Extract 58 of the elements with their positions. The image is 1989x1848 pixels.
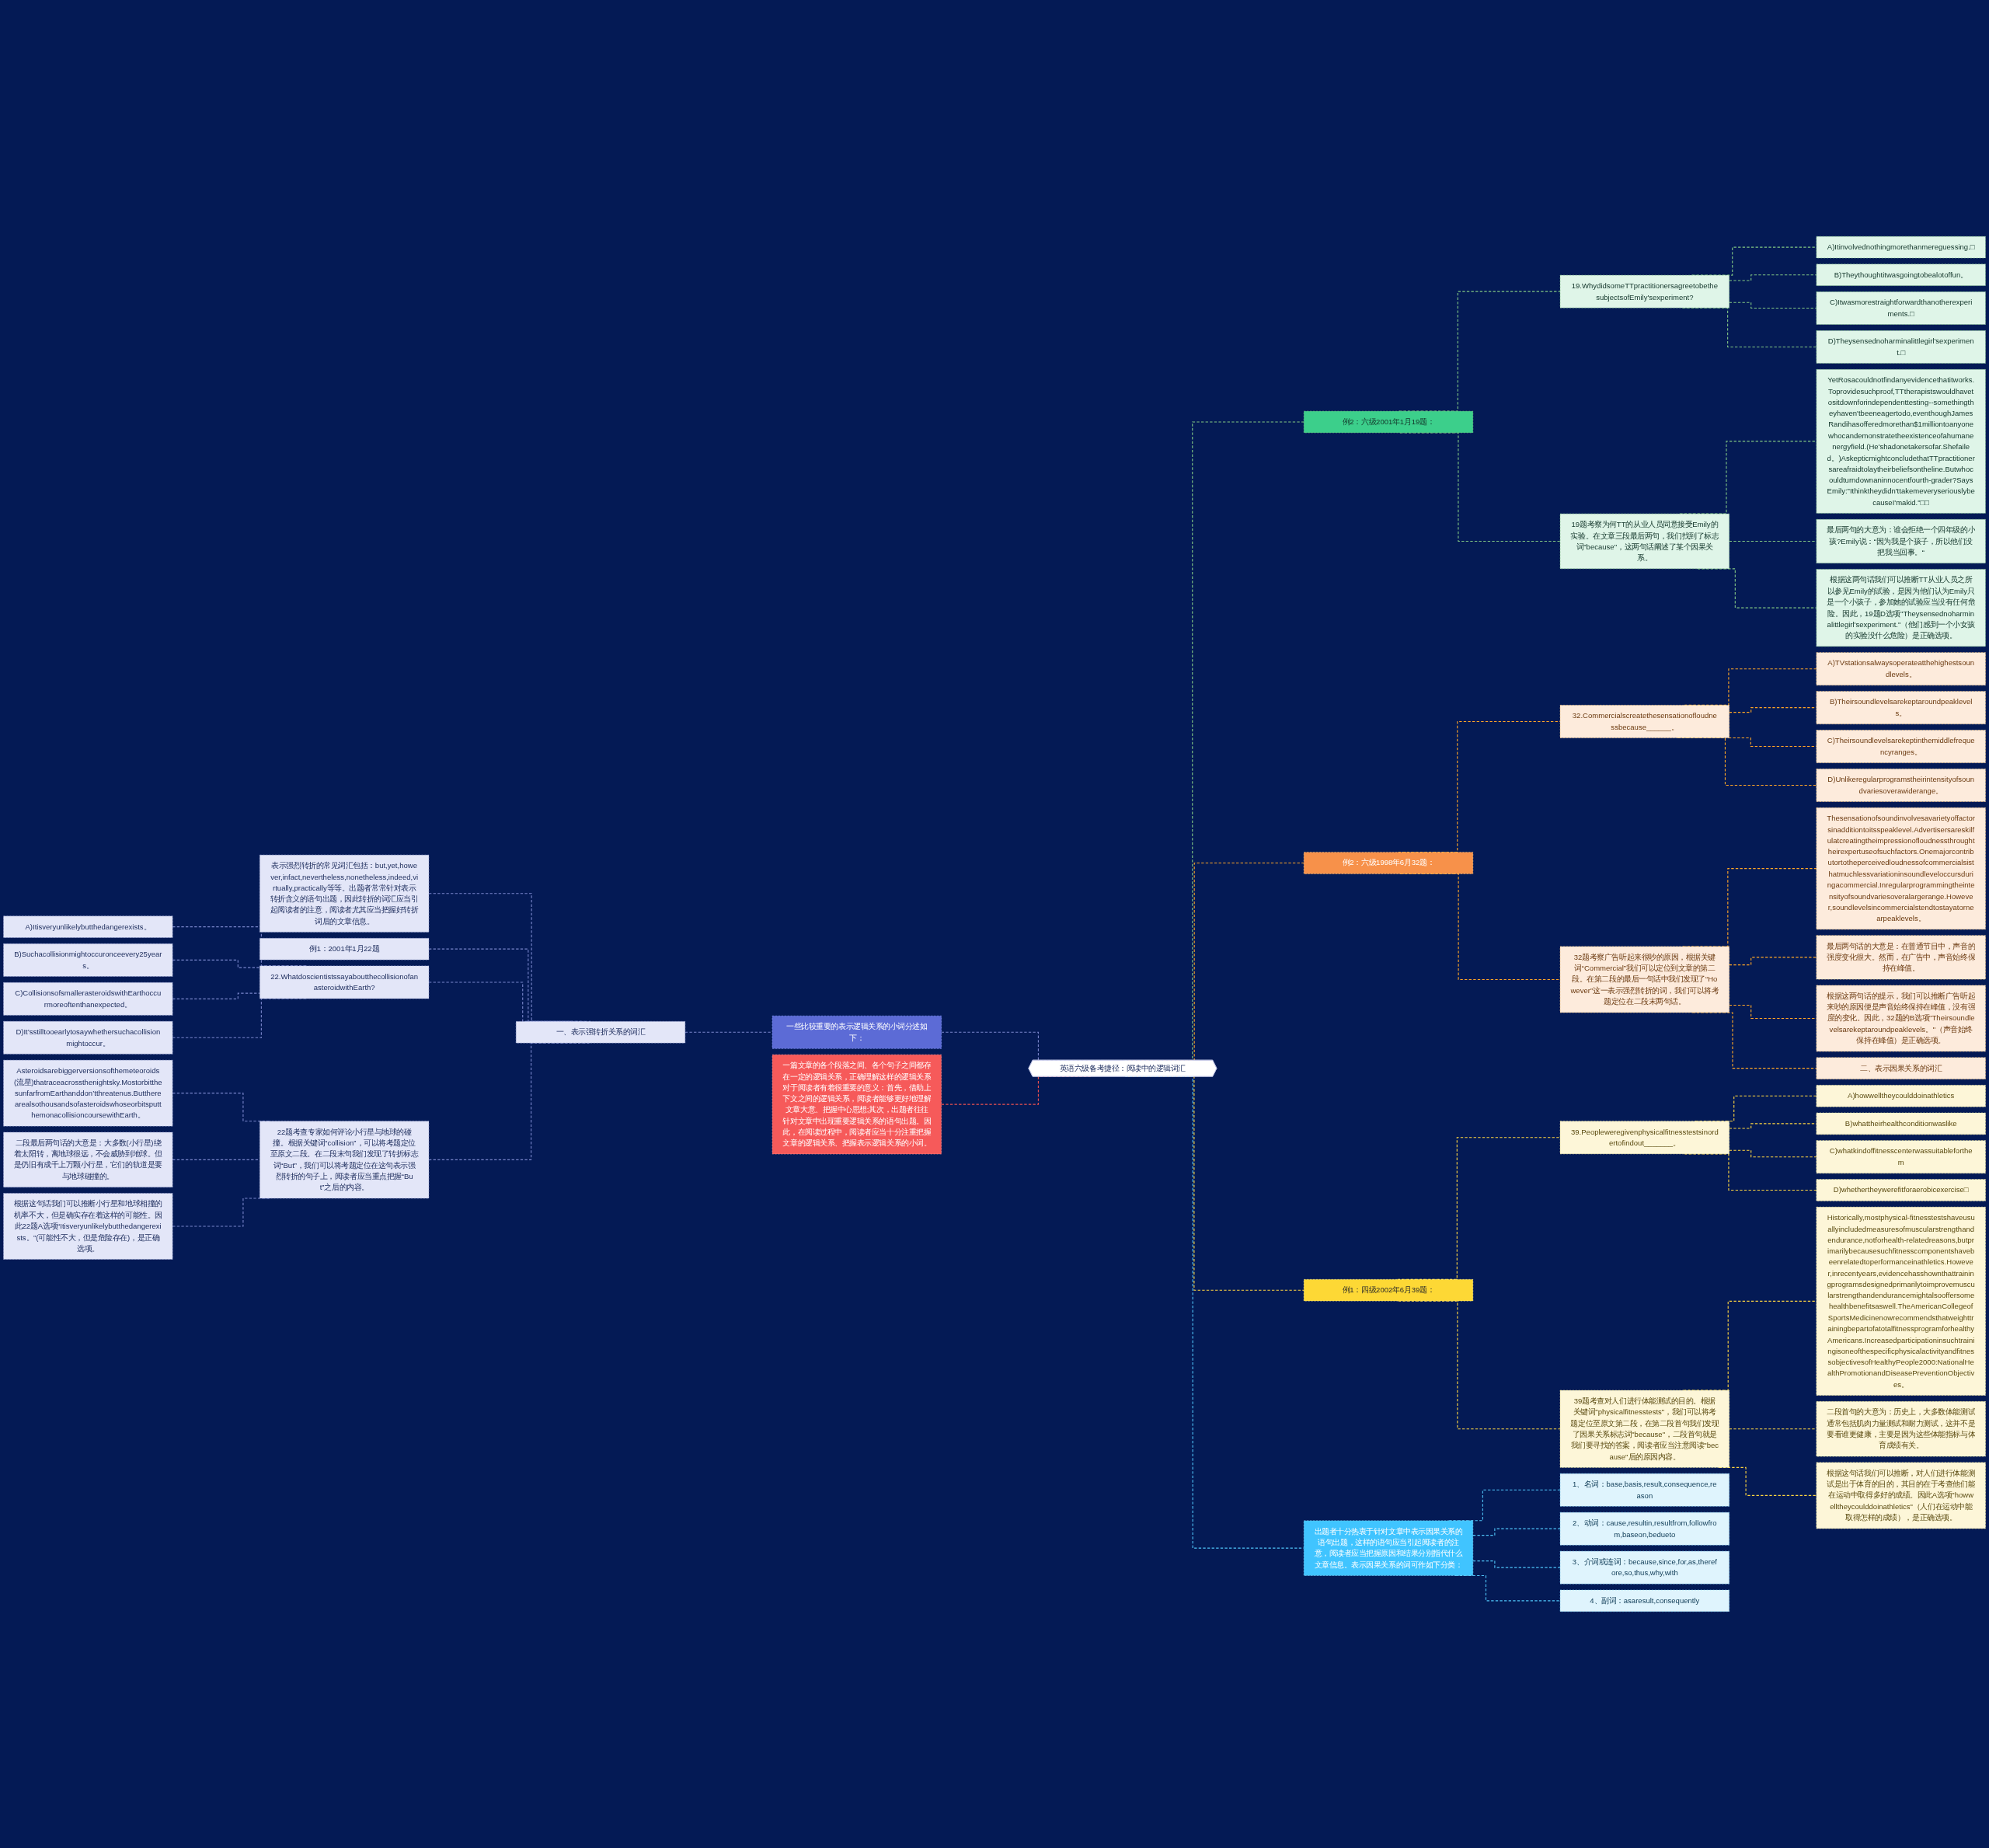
node-box: 表示强烈转折的常见词汇包括：but,yet,however,infact,nevertheless,nonetheless,indeed,virtually,practically等等。出题者常常针对表示转折含义的语句出题，因此转折的词汇应当引起阅读者的注意，阅读者尤其应当把握好转折词后的文章信息。 <box>260 854 430 933</box>
node-box: 二、表示因果关系的词汇 <box>1816 1057 1986 1079</box>
node-box: A)TVstationsalwaysoperateatthehighestsoundlevels。 <box>1816 652 1986 685</box>
node-box: 32.Commercialscreatethesensationofloudnessbecause______。 <box>1559 705 1729 738</box>
node-box: B)Theirsoundlevelsarekeptaroundpeaklevels。 <box>1816 691 1986 724</box>
node-box: 二段首句的大意为：历史上，大多数体能测试通常包括肌肉力量测试和耐力测试，这并不是要看谁更健康，主要是因为这些体能指标与体育成绩有关。 <box>1816 1401 1986 1457</box>
connector <box>1729 540 1817 542</box>
connector <box>1729 957 1817 966</box>
node-box: 39题考查对人们进行体能测试的目的。根据关键词"physicalfitnesstests"，我们可以将考题定位至原文第二段，在第二段首句我们发现了因果关系标志词"because"，二段首句就是我们要寻找的答案，阅读者应当注意阅读"because"后的原因内容。 <box>1559 1389 1729 1468</box>
node-box: D)It’sstilltooearlytosaywhethersuchacollisionmightoccur。 <box>3 1020 173 1055</box>
node-box: 2、动词：cause,resultin,resultfrom,followfrom,baseon,bedueto <box>1559 1512 1729 1546</box>
node-box: C)Theirsoundlevelsarekeptinthemiddlefrequencyranges。 <box>1816 730 1986 763</box>
connector <box>172 1159 260 1160</box>
node-box: Asteroidsarebiggerversionsofthemeteoroids(流星)thatraceacrossthenightsky.MostorbitthesunfarfromEarthanddon’tthreatenus.ButtherearealsothousandsofasteroidswhoseorbitsputthemonacollisioncoursewithEarth。 <box>3 1059 173 1127</box>
node-box: B)whattheirhealthconditionwaslike <box>1816 1112 1986 1135</box>
node-box: B)Suchacollisionmightoccuronceevery25years。 <box>3 943 173 977</box>
node-box: A)Itinvolvednothingmorethanmereguessing.□ <box>1816 235 1986 259</box>
node-box: 例2：六级2001年1月19题： <box>1303 410 1474 434</box>
node-box: 根据这句话我们可以推断，对人们进行体能测试是出于体育的目的，其目的在于考查他们能在运动中取得多好的成绩。因此A选项"howwelltheycoulddoinathletics"（人们在运动中能取得怎样的成绩），是正确选项。 <box>1816 1462 1986 1529</box>
node-box: D)Unlikeregularprogramstheirintensityofsoundvariesoverawiderange。 <box>1816 769 1986 802</box>
node-box: 出题者十分热衷于针对文章中表示因果关系的语句出题，这样的语句应当引起阅读者的注意，阅读者应当把握原因和结果分别指代什么文章信息。表示因果关系的词可作如下分类： <box>1303 1520 1474 1576</box>
node-box: 32题考察广告听起来很吵的原因，根据关键词“Commercial”我们可以定位到文章的第二段。在第二段的最后一句话中我们发现了“However”这一表示强烈转折的词，我们可以将考题定位在二段末两句话。 <box>1559 946 1729 1013</box>
node-box: C)CollisionsofsmallerasteroidswithEarthoccurmoreoftenthanexpected。 <box>3 982 173 1016</box>
connector <box>1729 1123 1817 1129</box>
node-box: Thesensationofsoundinvolvesavarietyoffactorsinadditiontoitsspeaklevel.Advertisersareskilfulatcreatingtheimpressionofloudnessthroughtheirexpertuseofsuchfactors.Onemajorcontributortotheperceivedloudnessofcommercialsisthatmuchlessvariationinsoundleveloccursduringacommercial.Inregularprogrammingtheintensityofsoundvariesoveralargerange.However,soundlevelsincommercialstendtostayatornearpeaklevels。 <box>1816 807 1986 930</box>
node-box: 3、介词或连词：because,since,for,as,therefore,so,thus,why,with <box>1559 1550 1729 1585</box>
node-box: Historically,mostphysical-fitnesstestshaveusuallyincludedmeasuresofmuscularstrengthandendurance,notforhealth-relatedreasons,butprimarilybecausesuchfitnesscomponentshavebeenrelatedtoperformanceinathletics.However,inrecentyears,evidencehasshownthattrainingprogramsdesignedprimarilytoimprovemuscularstrengthandendurancemightalsooffersomehealthbenefitsaswell.TheAmericanCollegeofSportsMedicinenowrecommendsthatweighttrainingbepartofatotalfitnessprogramforhealthyAmericans.IncreasedparticipationinsuchtrainingisoneofthespecificphysicalactivityandfitnessobjectivesofHealthyPeople2000:NationalHealthPromotionandDiseasePreventionObjectives。 <box>1816 1206 1986 1396</box>
node-box: 根据这两句话的提示，我们可以推断广告听起来吵的原因便是声音始终保持在峰值，没有强度的变化。因此，32题的B选项"Theirsoundlevelsarekeptaroundpeaklevels。"（声音始终保持在峰值）是正确选项。 <box>1816 985 1986 1052</box>
node-box: 一篇文章的各个段落之间、各个句子之间都存在一定的逻辑关系，正确理解这样的逻辑关系对于阅读者有着很重要的意义：首先，借助上下文之间的逻辑关系，阅读者能够更好地理解文章大意、把握中心思想;其次，出题者往往针对文章中出现重要逻辑关系的语句出题。因此，在阅读过程中，阅读者应当十分注重把握文章的逻辑关系、把握表示逻辑关系的小词。 <box>772 1054 942 1155</box>
node-box: 22.WhatdoscientistssayaboutthecollisionofanasteroidwithEarth? <box>260 965 430 999</box>
node-box: 19.WhydidsomeTTpractitionersagreetobethesubjectsofEmily'sexperiment? <box>1559 274 1729 309</box>
node-box: 22题考查专家如何评论小行星与地球的碰撞。根据关键词“collision”，可以将考题定位至原文二段。在二段末句我们发现了转折标志词“But”，我们可以将考题定位在这句表示强烈转折的句子上，阅读者应当重点把握“But”之后的内容。 <box>260 1121 430 1199</box>
node-box: 根据这句话我们可以推断小行星和地球相撞的机率不大，但是确实存在着这样的可能性。因此22题A选项“Itisveryunlikelybutthedangerexists。”(可能性不大，但是危险存在)，是正确选项。 <box>3 1193 173 1260</box>
node-box: 4、副词：asaresult,consequently <box>1559 1589 1729 1613</box>
node-box: 二段最后两句话的大意是：大多数(小行星)绕着太阳转，离地球很远，不会威胁到地球。但是仍旧有成千上万颗小行星，它们的轨道是要与地球碰撞的。 <box>3 1131 173 1187</box>
node-box: 最后两句话的大意是：在普通节目中，声音的强度变化很大。然而，在广告中，声音始终保持在峰值。 <box>1816 935 1986 980</box>
node-box: 例1：2001年1月22题 <box>260 938 430 961</box>
node-box: D)whethertheywerefitforaerobicexercise□ <box>1816 1179 1986 1201</box>
node-box: 最后两句的大意为：谁会拒绝一个四年级的小孩?Emily说：“因为我是个孩子，所以他们没把我当回事。“ <box>1816 519 1986 563</box>
node-box: 19题考察为何TT的从业人员同意接受Emily的实验。在文章三段最后两句，我们找到了标志词"because"，这两句话阐述了某个因果关系。 <box>1559 513 1729 570</box>
connector <box>684 1031 773 1033</box>
node-box: YetRosacouldnotfindanyevidencethatitworks.Toprovidesuchproof,TTtherapistswouldhavetositdownforindependenttesting--somethingtheyhaven'tbeeneagertodo,eventhoughJamesRandihasofferedmorethan$1milliontoanyonewhocandemonstratetheexistenceofahumanenergyfield.(He'shadonetakersofar.Shefailed。)AskepticmightconcludethatTTpractitionersareafraidtolaytheirbeliefsontheline.Butwhocouldturndownaninnocentfourth-grader?SaysEmily:"Ithinktheydidn'ttakemeveryseriouslybecauseI'makid."□□ <box>1816 369 1986 514</box>
node-box: 一些比较重要的表示逻辑关系的小词分述如下： <box>772 1015 942 1049</box>
node-box: 39.Peopleweregivenphysicalfitnesstestsinordertofindout_______。 <box>1559 1121 1729 1155</box>
connector <box>172 959 260 968</box>
node-box: 例1：四级2002年6月39题： <box>1303 1279 1474 1302</box>
node-box: 例2：六级1998年6月32题： <box>1303 852 1474 874</box>
node-box: C)Itwasmorestraightforwardthanotherexperiments.□ <box>1816 291 1986 325</box>
node-box: 一、表示强转折关系的词汇 <box>515 1021 686 1044</box>
node-box: 根据这两句话我们可以推断TT从业人员之所以参见Emily的试验，是因为他们认为Emily只是一个小孩子，参加她的试验应当没有任何危险。因此，19题D选项"Theysensednoharminalittlegirl'sexperiment."（他们感到一个小女孩的实验没什么危险）是正确选项。 <box>1816 569 1986 647</box>
connector <box>1729 707 1817 713</box>
node-box: 1、名词：base,basis,result,consequence,reason <box>1559 1473 1729 1507</box>
node-box: D)Theysensednoharminalittlegirl'sexperiment.□ <box>1816 330 1986 364</box>
node-box: A)howwelltheycoulddoinathletics <box>1816 1085 1986 1107</box>
node-box: C)whatkindoffitnesscenterwassuitableforthem <box>1816 1140 1986 1173</box>
connector <box>1729 1428 1817 1430</box>
node-box: A)Itisveryunlikelybutthedangerexists。 <box>3 915 173 938</box>
node-box: B)Theythoughtitwasgoingtobealotoffun。 <box>1816 263 1986 286</box>
